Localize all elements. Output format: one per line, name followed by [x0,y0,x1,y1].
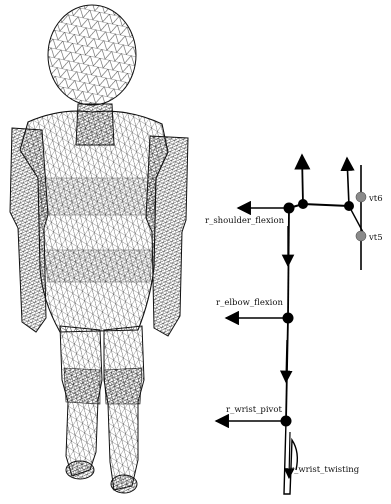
head-mesh [48,5,136,105]
wrist-pivot-label: r_wrist_pivot [226,405,282,415]
wrist-joint [281,416,292,427]
right-knee-mesh [104,368,142,404]
chest-band-mesh [40,178,156,215]
waist-band-mesh [44,250,152,282]
clavicle-up-arrow [302,155,303,204]
vertebra-joint [344,201,354,211]
right-leg-mesh [104,326,144,490]
hand-loop [284,421,297,494]
left-foot-mesh [66,461,94,479]
left-arm-mesh [10,128,48,332]
wrist-twisting-label: r_wrist_twisting [290,465,360,475]
left-knee-mesh [64,368,100,404]
elbow-flexion-label: r_elbow_flexion [216,298,283,308]
shoulder-joint [284,203,295,214]
right-foot-mesh [111,475,137,493]
vt5-label: vt5 [368,233,383,243]
vt5-marker [356,231,366,241]
shoulder-flexion-label: r_shoulder_flexion [205,216,285,226]
wireframe-humanoid [10,5,188,493]
elbow-joint [283,313,294,324]
vertebra-up-arrow [347,158,349,206]
right-arm-mesh [146,136,188,336]
joints [281,192,367,427]
vt6-marker [356,192,366,202]
shoulder-girdle [289,204,349,208]
vt6-label: vt6 [368,194,383,204]
forearm-down-arrow [286,340,287,382]
clavicle-joint [298,199,308,209]
